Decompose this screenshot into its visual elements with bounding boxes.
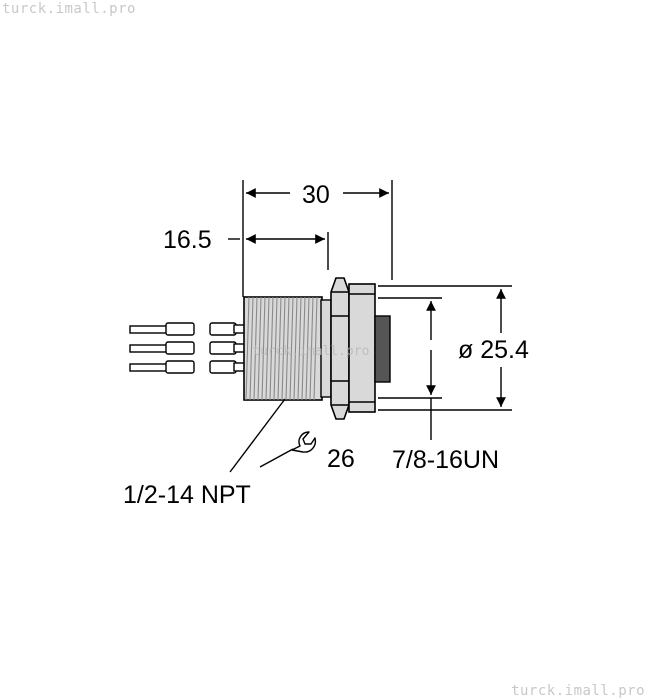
watermark-bottom: turck.imall.pro (511, 683, 645, 699)
dimension-front-thread (378, 297, 442, 440)
npt-leader-line (229, 398, 286, 473)
dimension-diameter (378, 285, 512, 411)
thread-length-label: 16.5 (163, 226, 212, 254)
receptacle-face (374, 315, 391, 383)
wire-leads (129, 322, 247, 374)
wrench-icon (259, 431, 317, 468)
wrench-size-label: 26 (327, 445, 355, 473)
npt-thread-body (243, 296, 323, 401)
front-housing (348, 283, 376, 413)
watermark-top: turck.imall.pro (2, 1, 136, 17)
rear-thread-label: 1/2-14 NPT (123, 481, 251, 509)
dimension-overall-length (242, 180, 393, 297)
front-thread-label: 7/8-16UN (392, 446, 499, 474)
dimension-thread-length (228, 232, 329, 270)
overall-length-label: 30 (302, 181, 330, 209)
watermark-center: turck.imall.pro (252, 344, 369, 359)
diameter-label: ø 25.4 (458, 336, 529, 364)
